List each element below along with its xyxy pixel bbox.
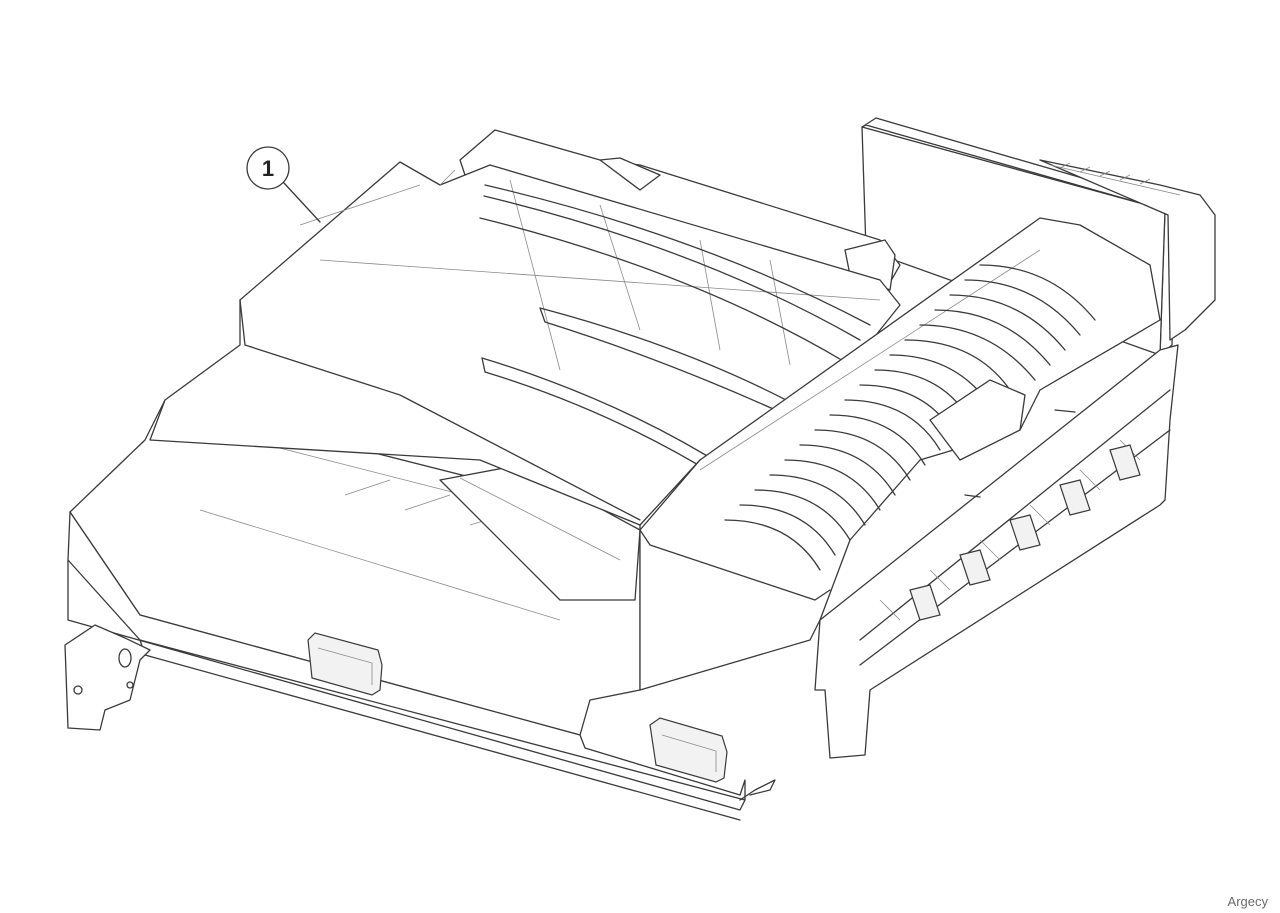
right-side-frame xyxy=(739,344,1179,801)
ribbed-side-cover xyxy=(639,217,1161,691)
front-latch-right xyxy=(649,717,728,783)
base-tray xyxy=(67,399,746,821)
upper-cover xyxy=(149,161,901,526)
callout-1: 1 xyxy=(246,146,321,223)
front-latch-left xyxy=(307,632,383,696)
watermark: Argecy xyxy=(1227,894,1268,909)
callout-1-label: 1 xyxy=(262,156,274,181)
left-mounting-bracket xyxy=(64,624,151,731)
